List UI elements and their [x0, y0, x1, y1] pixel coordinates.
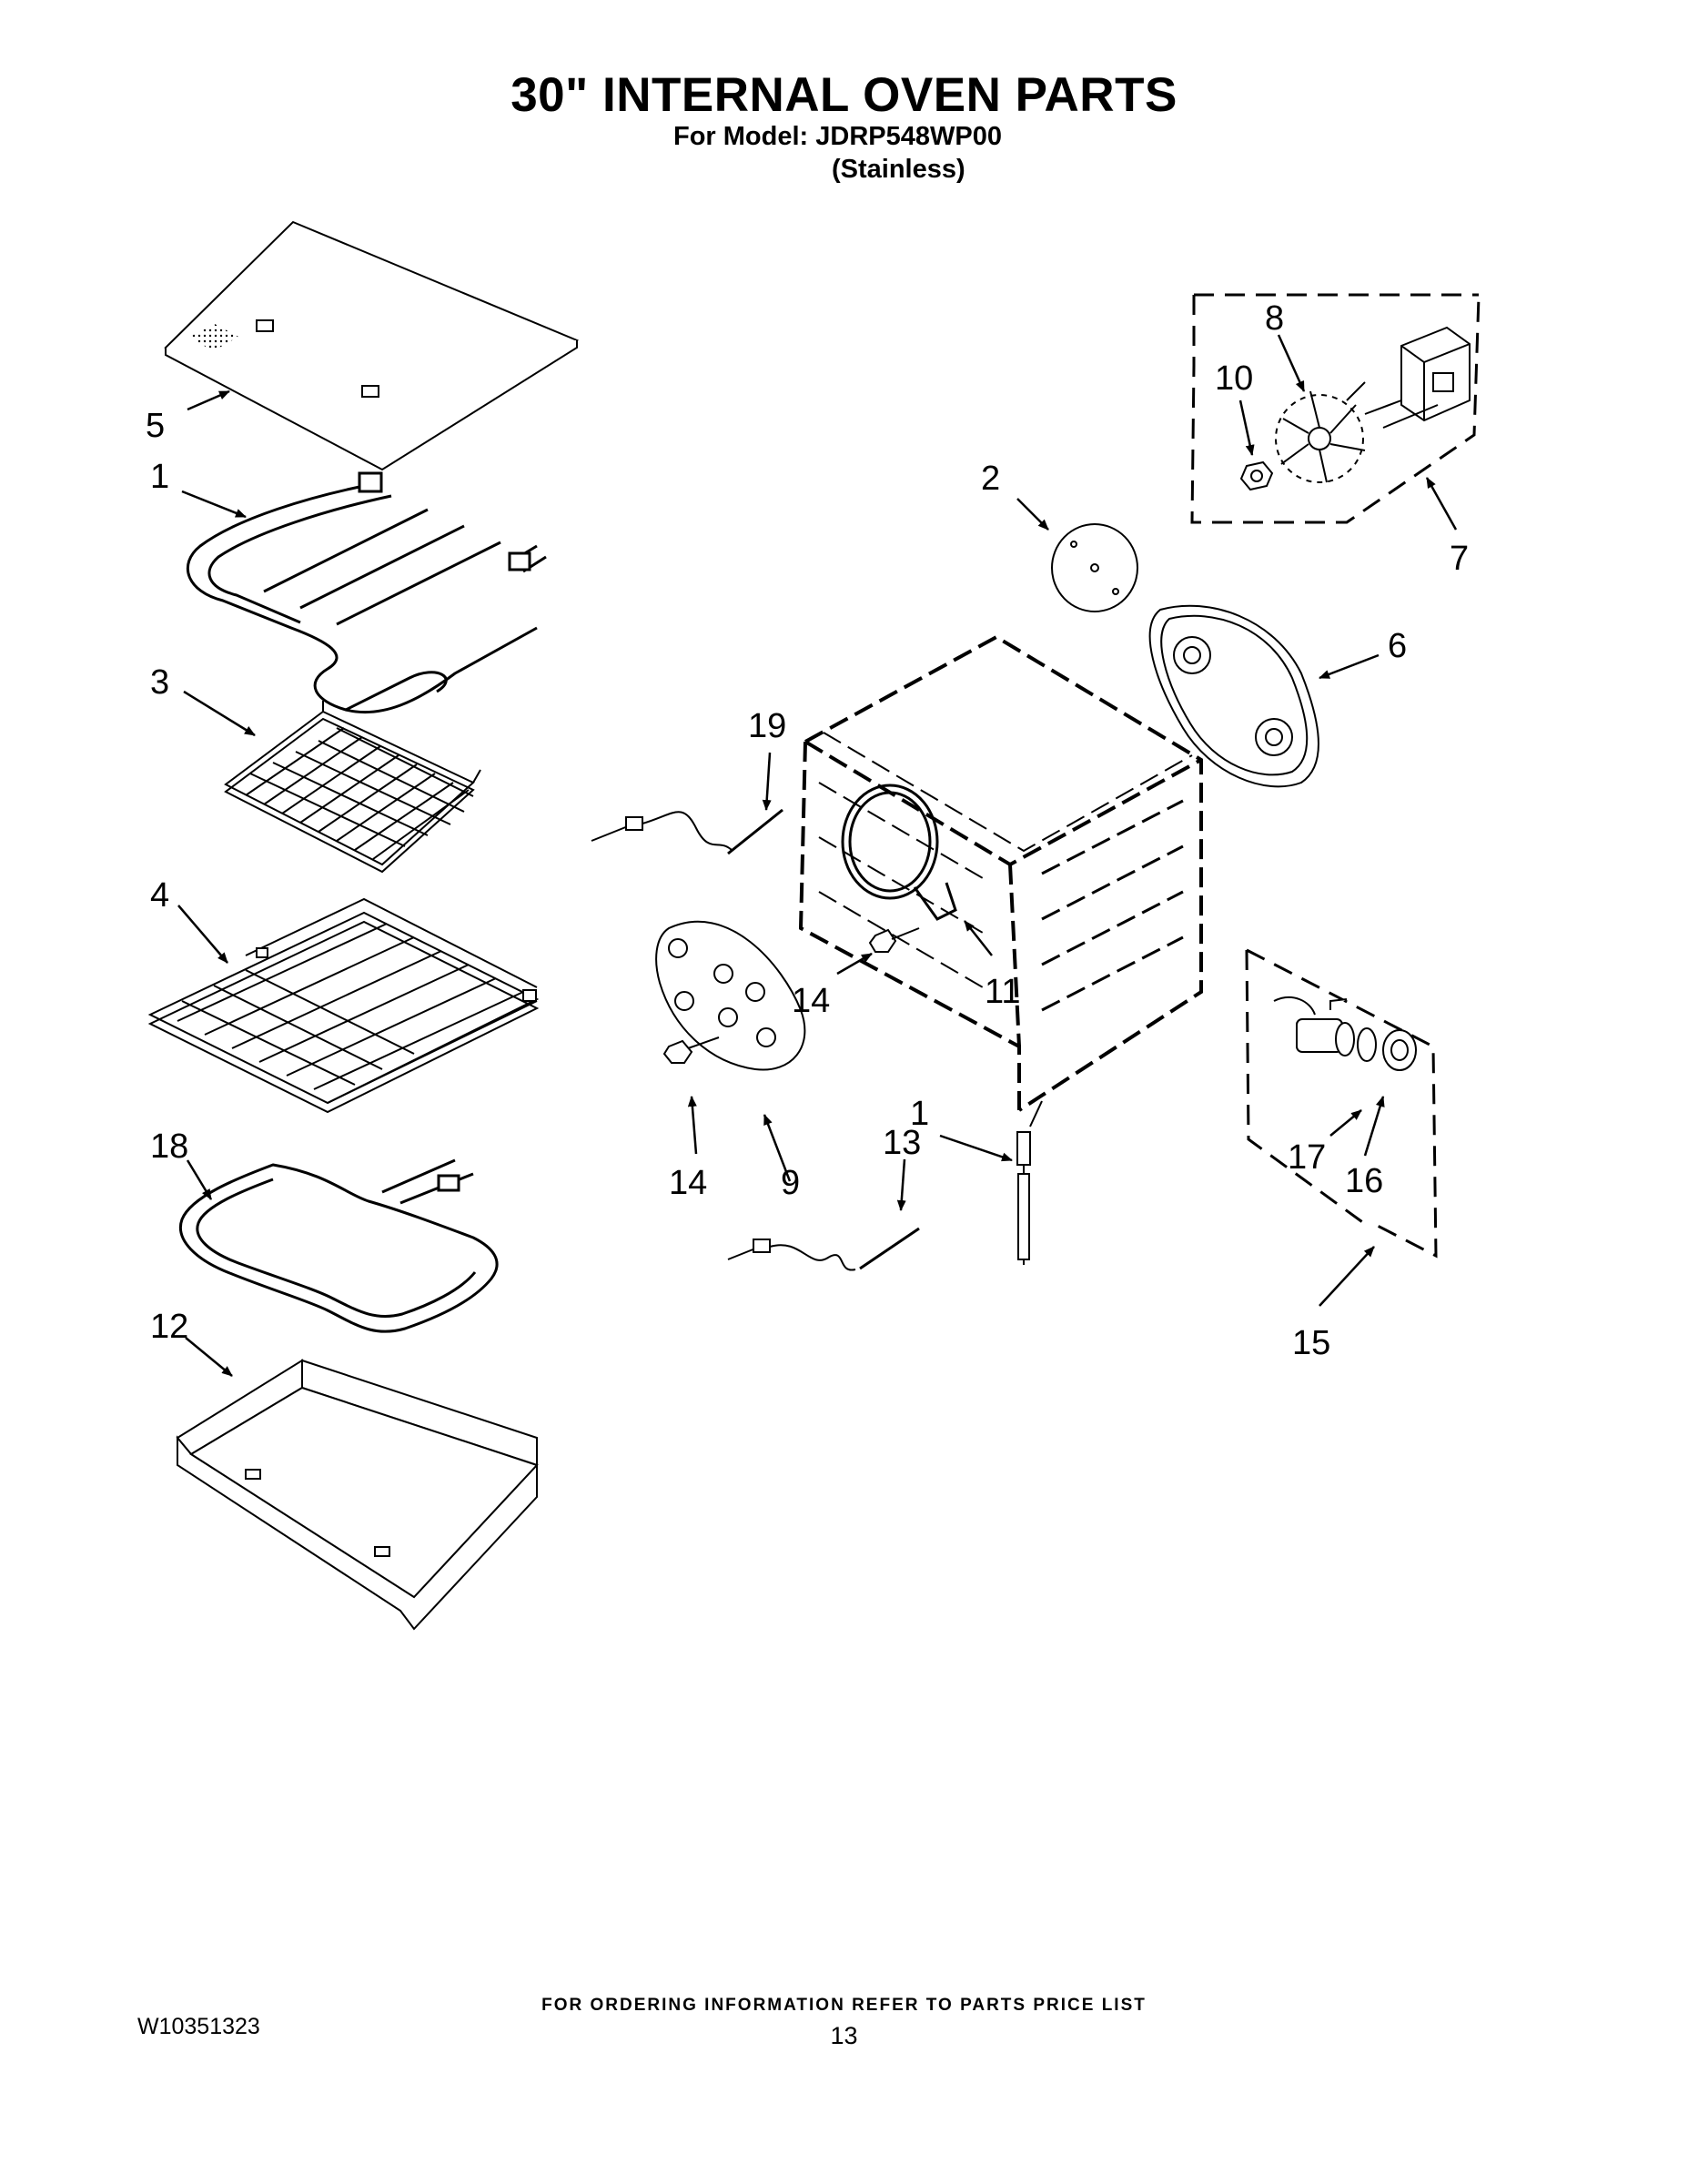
part-14-screw-a — [868, 927, 920, 953]
page-number: 13 — [830, 2022, 858, 2049]
part-15-light-assembly — [1245, 948, 1438, 1259]
callout-3: 3 — [150, 663, 169, 702]
callout-19: 19 — [748, 707, 786, 745]
document-number: W10351323 — [137, 2014, 260, 2039]
callout-6: 6 — [1388, 627, 1407, 665]
part-10-nut — [1239, 460, 1274, 491]
part-13-probe — [727, 1227, 920, 1271]
callout-16: 16 — [1345, 1162, 1383, 1200]
part-9-rear-plate — [655, 921, 806, 1071]
part-17-light-socket — [1273, 996, 1355, 1057]
part-1-temperature-sensor — [1016, 1100, 1043, 1265]
part-16-lens — [1357, 1027, 1417, 1071]
part-1-bake-element — [186, 471, 547, 714]
part-12-broil-pan — [176, 1359, 539, 1631]
callout-17: 17 — [1288, 1138, 1326, 1177]
part-2-fan-cover-disc — [1051, 523, 1138, 612]
part-8-fan-blade — [1275, 390, 1366, 483]
callout-8: 8 — [1265, 299, 1284, 338]
callout-labels: 5 1 3 4 18 12 2 8 10 7 6 19 14 11 14 9 1… — [146, 299, 1469, 1362]
part-5-cover-panel — [164, 220, 580, 471]
callout-18: 18 — [150, 1127, 188, 1166]
callout-13: 13 — [883, 1124, 921, 1162]
part-19-meat-probe — [591, 808, 783, 855]
model-line: For Model: JDRP548WP00 — [673, 122, 1002, 151]
callout-12: 12 — [150, 1308, 188, 1346]
part-14-screw-b — [662, 1036, 720, 1064]
part-18-broil-element — [179, 1158, 499, 1333]
leader-arrows — [177, 334, 1458, 1377]
callout-14-lower: 14 — [669, 1164, 707, 1202]
part-6-rear-baffle — [1148, 604, 1319, 788]
callout-14-upper: 14 — [792, 982, 830, 1020]
finish-line: (Stainless) — [832, 155, 965, 184]
callout-1-lower: 1 — [910, 1095, 929, 1133]
callout-1-upper: 1 — [150, 458, 169, 496]
page-title: 30" INTERNAL OVEN PARTS — [510, 68, 1178, 122]
callout-9: 9 — [781, 1164, 800, 1202]
callout-11: 11 — [985, 973, 1020, 1011]
callout-5: 5 — [146, 407, 165, 445]
callout-15: 15 — [1292, 1324, 1330, 1362]
callout-7: 7 — [1450, 540, 1469, 578]
part-3-oven-rack — [224, 701, 481, 874]
part-11-convection-element — [841, 784, 957, 921]
callout-10: 10 — [1215, 359, 1253, 398]
oven-cavity — [798, 634, 1203, 1112]
callout-4: 4 — [150, 876, 169, 915]
callout-2: 2 — [981, 460, 1000, 498]
fan-motor — [1346, 326, 1471, 429]
part-4-rollout-rack — [147, 897, 540, 1114]
ordering-note: FOR ORDERING INFORMATION REFER TO PARTS … — [541, 1996, 1147, 2015]
part-7-fan-motor-assembly — [1190, 293, 1481, 524]
